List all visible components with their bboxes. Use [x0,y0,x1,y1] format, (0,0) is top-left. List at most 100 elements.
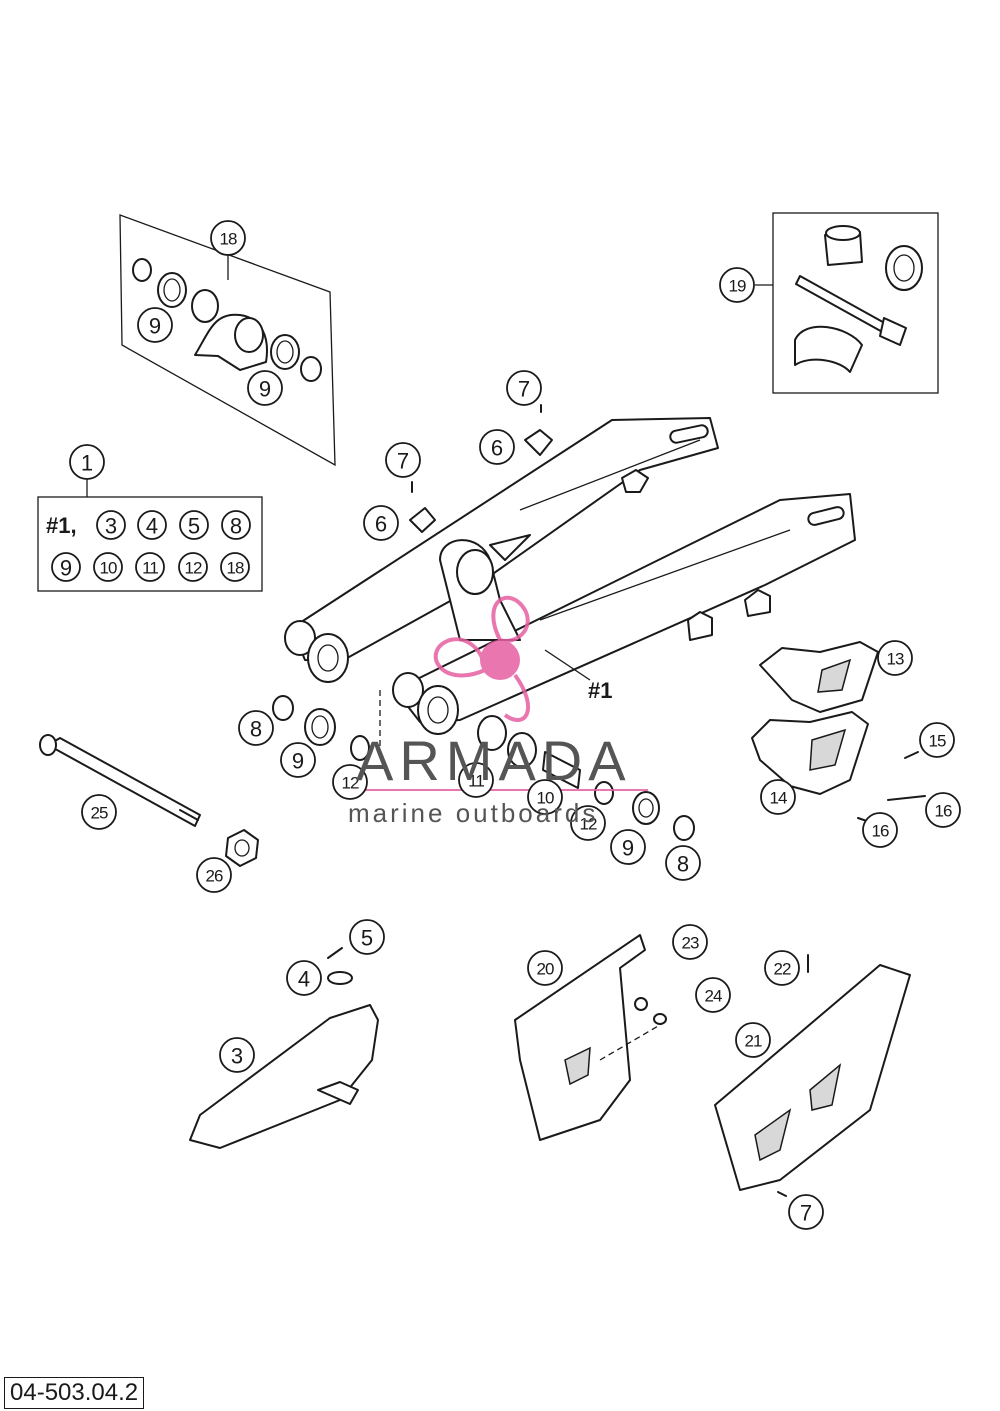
callout-circle [735,1022,771,1058]
fasteners [409,404,553,533]
callout-24: 24 [695,977,731,1013]
kit-item: 11 [142,559,158,578]
kit-contents: 3 4 5 8 9 10 11 12 18 [51,510,251,582]
callout-circle [69,444,105,480]
callout-number: 12 [580,815,597,834]
callout-number: 7 [518,377,530,402]
callout-circle [385,442,421,478]
callout-circle [286,960,322,996]
callout-number: 22 [774,960,791,979]
callout-3: 3 [219,1037,255,1073]
callout-16: 16 [862,812,898,848]
kit-item: 18 [227,559,244,578]
callout-10: 10 [527,779,563,815]
callout-circle [479,429,515,465]
callout-number: 16 [872,822,889,841]
callout-circle [665,845,701,881]
callout-circle [196,857,232,893]
callout-4: 4 [286,960,322,996]
callout-26: 26 [196,857,232,893]
callout-circle [247,370,283,406]
callout-number: 12 [342,774,359,793]
callout-6: 6 [479,429,515,465]
callout-number: 4 [298,967,310,992]
callout-22: 22 [764,950,800,986]
callout-circle [570,805,606,841]
callout-9: 9 [280,742,316,778]
callout-number: 19 [729,277,746,296]
callout-number: 9 [292,749,304,774]
callout-9: 9 [137,307,173,343]
callout-20: 20 [527,950,563,986]
callout-circle [760,779,796,815]
callout-number: 26 [206,867,223,886]
pivot-kit-panel [755,212,939,394]
callout-number: 23 [682,934,699,953]
callout-number: 1 [81,451,93,476]
callout-number: 6 [491,436,503,461]
callout-number: 25 [91,804,108,823]
chain-slider [189,947,379,1149]
callout-circle [925,792,961,828]
kit-item: 10 [100,559,117,578]
callout-number: 13 [887,650,904,669]
callout-circle [788,1194,824,1230]
chain-guard-rear [714,954,911,1197]
callout-number: 21 [745,1032,762,1051]
callout-circle [862,812,898,848]
kit-item: 12 [185,559,202,578]
callout-circle [332,764,368,800]
kit-contents-box [37,477,263,592]
pivot-bearings-row [272,695,695,841]
callout-16: 16 [925,792,961,828]
callout-7: 7 [506,370,542,406]
callout-circle [363,505,399,541]
callout-number: 16 [935,802,952,821]
assembly-label: #1 [588,678,612,703]
callout-12: 12 [332,764,368,800]
callout-number: 11 [468,772,484,791]
kit-item: 8 [230,514,242,539]
callout-13: 13 [877,640,913,676]
callout-number: 7 [800,1201,812,1226]
callout-number: 3 [231,1044,243,1069]
callout-21: 21 [735,1022,771,1058]
callout-number: 6 [375,512,387,537]
kit-item: 5 [188,514,200,539]
callout-circle [219,1037,255,1073]
callout-number: 9 [149,314,161,339]
callout-8: 8 [665,845,701,881]
callout-number: 8 [677,852,689,877]
kit-prefix: #1, [46,513,77,538]
callout-6: 6 [363,505,399,541]
chain-guard-front [514,934,667,1141]
callout-number: 9 [622,836,634,861]
callout-19: 19 [719,267,755,303]
watermark-brand: ARMADA [356,729,632,792]
callout-circle [210,220,246,256]
callout-7: 7 [788,1194,824,1230]
callout-number: 14 [770,789,787,808]
callout-circle [610,829,646,865]
callout-5: 5 [349,919,385,955]
callout-circle [349,919,385,955]
pivot-shaft [39,734,259,867]
bearing-kit-panel [119,214,336,467]
callout-number: 20 [537,960,554,979]
callout-circle [695,977,731,1013]
callout-circle [137,307,173,343]
callout-circle [280,742,316,778]
swingarm [284,417,856,750]
callout-number: 8 [250,717,262,742]
callout-12: 12 [570,805,606,841]
callout-circle [81,794,117,830]
callout-circle [506,370,542,406]
callout-11: 11 [458,762,494,798]
callout-9: 9 [247,370,283,406]
callout-number: 10 [537,789,554,808]
drawing-code: 04-503.04.2 [4,1377,145,1409]
callout-23: 23 [672,924,708,960]
callout-circle [877,640,913,676]
callout-number: 7 [397,449,409,474]
